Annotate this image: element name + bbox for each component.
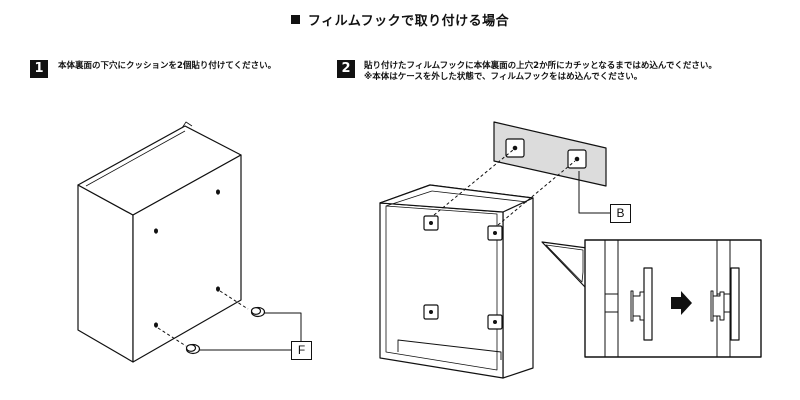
cushion-upper [250,306,266,318]
title-text: フィルムフックで取り付ける場合 [307,14,510,29]
hook-alignment-guides [433,149,576,226]
callout-f-label: F [291,341,312,360]
step-1-text: 本体裏面の下穴にクッションを2個貼り付けてください。 [58,61,277,71]
case-holes [423,215,503,330]
step-2-note: ※本体はケースを外した状態で、フィルムフックをはめ込んでください。 [364,72,643,82]
callout-b-label: B [610,204,631,223]
detail-before [604,240,653,357]
film-hook-sheet [493,121,607,187]
callout-b-leader [578,171,611,214]
cushion-guides [157,290,249,347]
step-2-text: 貼り付けたフィルムフックに本体裏面の上穴2か所にカチッとなるまではめ込んでくださ… [364,61,717,71]
title-square-icon [290,15,300,24]
step-2-badge: 2 [337,60,355,78]
box-back-view [77,121,242,363]
box-back-holes [154,189,220,328]
detail-after [710,240,740,357]
step-1-badge: 1 [30,60,48,78]
zoom-pointer [541,241,588,288]
case-frame [379,184,534,379]
detail-arrow-icon [671,291,692,315]
page-title: フィルムフックで取り付ける場合 [0,10,800,29]
cushion-lower [185,343,201,355]
